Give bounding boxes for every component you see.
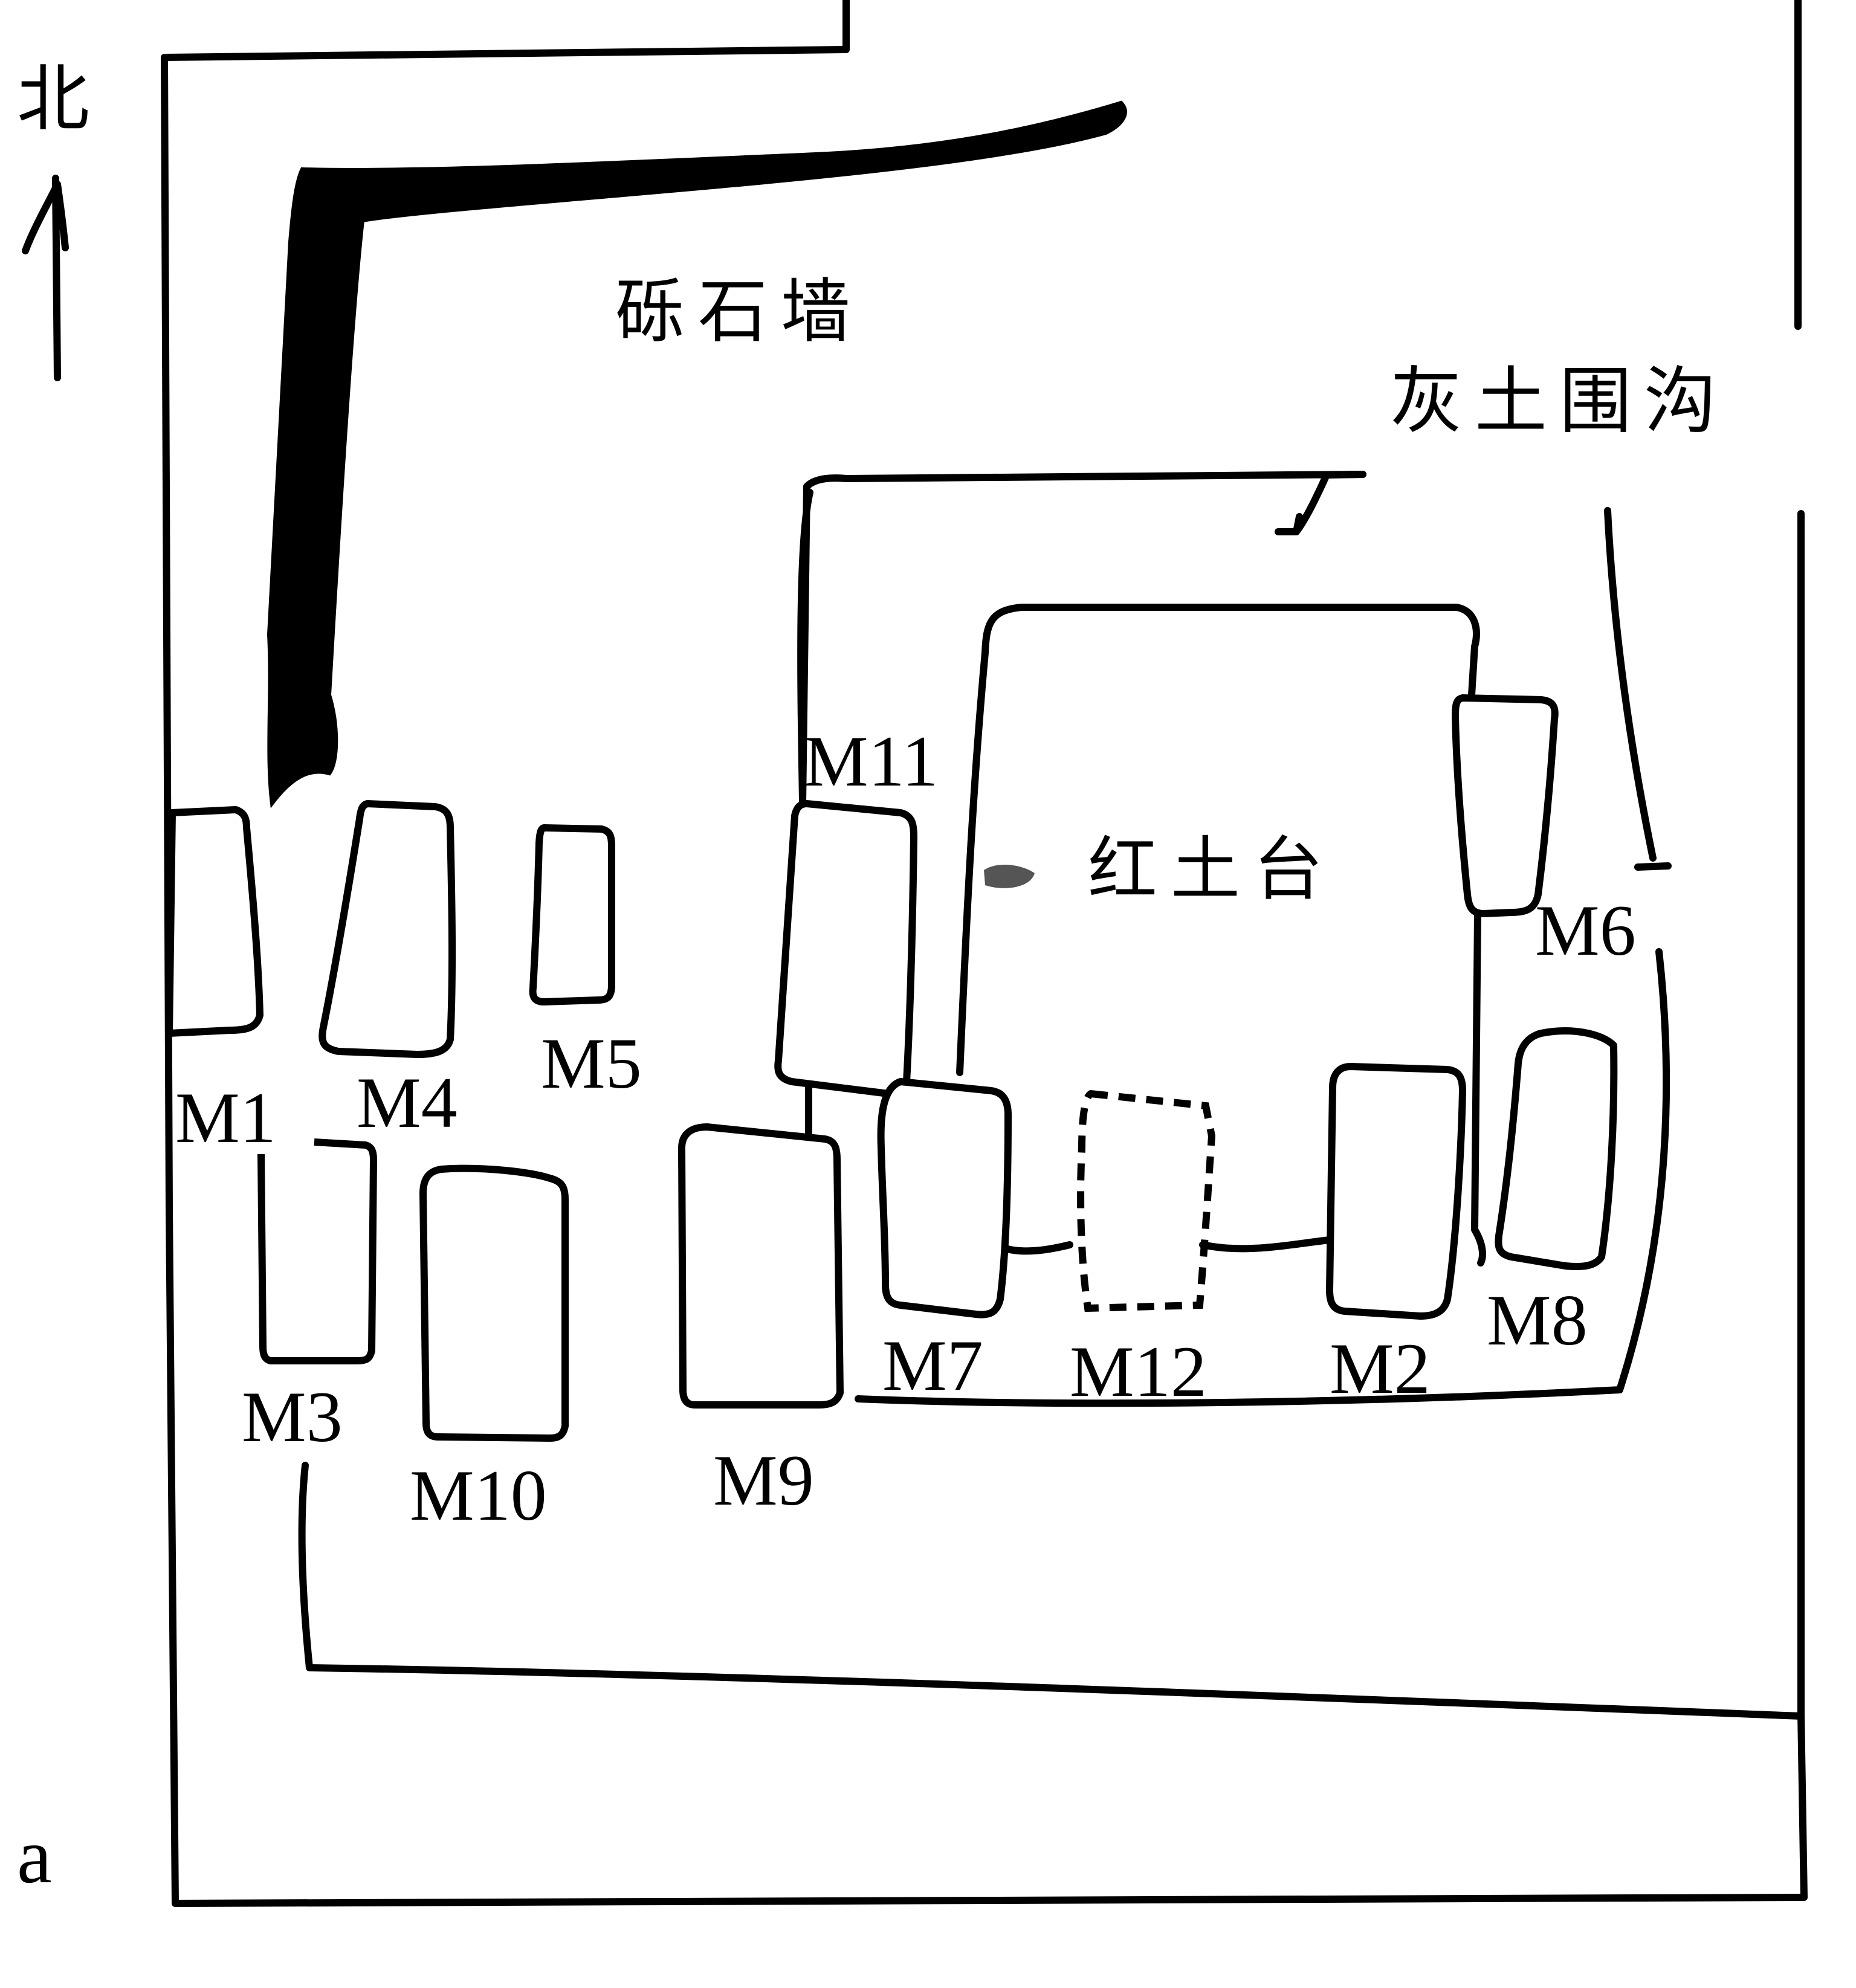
label-m12: M12: [1070, 1331, 1207, 1412]
excavation-boundary: [161, 0, 1808, 1907]
label-m4: M4: [357, 1062, 458, 1143]
tombs: [166, 694, 1618, 1442]
tomb-m9: [678, 1123, 844, 1409]
north-arrow-icon: [22, 175, 69, 381]
label-m11: M11: [804, 721, 938, 801]
tomb-labels: M1 M4 M5 M11 M6 M7 M12 M2 M8 M3 M10 M9: [175, 721, 1636, 1535]
north-label: 北: [17, 57, 89, 141]
label-m6: M6: [1535, 890, 1636, 970]
link-m7-m12: [1000, 1241, 1073, 1255]
tomb-m1: [166, 806, 264, 1037]
label-m2: M2: [1330, 1328, 1431, 1409]
gravel-wall-label: 砾石墙: [615, 271, 864, 352]
label-m9: M9: [713, 1440, 814, 1520]
label-m10: M10: [410, 1455, 547, 1535]
ash-ditch-label: 灰土围沟: [1390, 360, 1728, 444]
tomb-m10: [419, 1164, 569, 1442]
label-m5: M5: [541, 1023, 642, 1103]
label-m3: M3: [242, 1376, 343, 1457]
label-m1: M1: [175, 1077, 276, 1158]
tomb-m2: [1326, 1063, 1466, 1320]
north-arrow: 北: [17, 57, 89, 381]
link-m12-m2: [1199, 1236, 1333, 1253]
tomb-m3: [257, 1138, 377, 1364]
ash-ditch-arrow: [1275, 471, 1366, 535]
red-earth-platform-label: 红土台: [1088, 829, 1336, 910]
inner-south-line: [298, 1462, 1805, 1720]
tomb-m8: [1495, 1027, 1618, 1271]
tomb-m12[interactable]: [1077, 1089, 1216, 1312]
figure-letter: a: [17, 1813, 52, 1900]
label-m7: M7: [882, 1325, 983, 1405]
tomb-m7: [877, 1078, 1012, 1318]
tomb-m4: [318, 800, 456, 1058]
platform-speck: [984, 864, 1035, 888]
gravel-wall: [267, 100, 1127, 808]
label-m8: M8: [1487, 1280, 1588, 1360]
tomb-m5: [529, 824, 615, 1005]
red-earth-platform: [956, 604, 1486, 1267]
ash-ditch: [797, 471, 1670, 1407]
m6-tick: [1634, 862, 1672, 871]
tomb-m6: [1452, 694, 1559, 917]
tomb-m11: [774, 800, 917, 1097]
